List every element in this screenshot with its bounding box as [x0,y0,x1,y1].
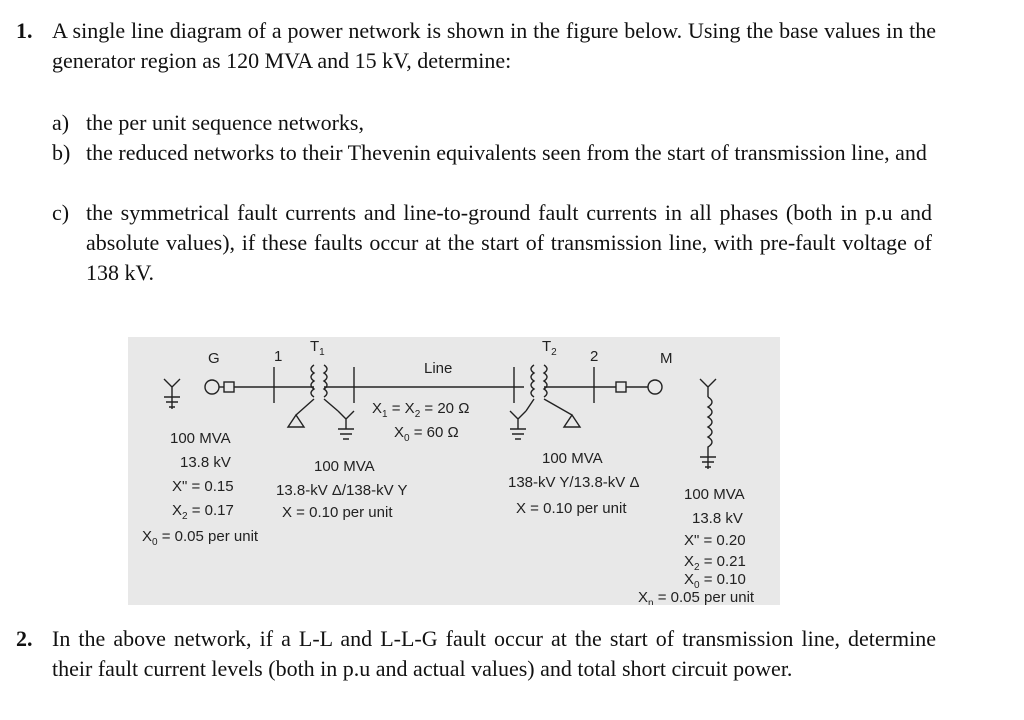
part-text: the symmetrical fault currents and line-… [86,200,932,285]
t1-rating: 13.8-kV Δ/138-kV Y [276,482,407,499]
question-2: 2. In the above network, if a L-L and L-… [16,624,936,684]
question-text: In the above network, if a L-L and L-L-G… [52,626,936,681]
t2-secondary-coil-icon [542,364,548,398]
gen-x2: X2 = 0.17 [172,502,234,522]
motor-mva: 100 MVA [684,486,745,503]
t2-wye-ground-icon [509,398,535,440]
line-label: Line [424,360,452,377]
question-number: 1. [16,18,33,43]
t2-delta-icon [562,413,582,428]
line-x12-label: X1 = X2 = 20 Ω [372,400,469,420]
part-c: c) the symmetrical fault currents and li… [52,198,932,288]
part-text: the per unit sequence networks, [86,110,364,135]
generator-ground-icon [163,378,181,409]
bus-1-label: 1 [274,348,282,365]
motor-label: M [660,350,673,367]
part-b: b) the reduced networks to their Theveni… [52,138,932,168]
t2-label: T2 [542,338,557,358]
motor-icon [647,379,663,395]
t1-primary-coil-icon [310,364,316,398]
t1-wye-ground-icon [323,398,355,440]
gen-x0: X0 = 0.05 per unit [142,528,259,548]
motor-kv: 13.8 kV [692,510,743,527]
t1-delta-icon [286,413,306,428]
generator-breaker-icon [223,381,235,393]
motor-breaker-icon [615,381,627,393]
part-a: a) the per unit sequence networks, [52,108,932,138]
motor-x2: X2 = 0.21 [684,553,746,573]
t1-mva: 100 MVA [314,458,375,475]
gen-mva: 100 MVA [170,430,231,447]
motor-xn: Xn = 0.05 per unit [638,589,755,605]
t1-label: T1 [310,338,325,358]
t1-secondary-coil-icon [322,364,328,398]
motor-neutral-reactor-icon [699,378,717,469]
question-number: 2. [16,626,33,651]
line-x0-label: X0 = 60 Ω [394,424,459,444]
t2-x: X = 0.10 per unit [516,500,627,517]
question-text: A single line diagram of a power network… [52,18,936,73]
part-label: c) [52,200,70,225]
gen-xd: X" = 0.15 [172,478,234,495]
diagram-svg: G 1 T1 Line X1 = X2 = 20 Ω X0 = 60 Ω T2 … [142,338,755,605]
t2-mva: 100 MVA [542,450,603,467]
gen-kv: 13.8 kV [180,454,231,471]
motor-xd: X" = 0.20 [684,532,746,549]
part-text: the reduced networks to their Thevenin e… [86,140,927,165]
generator-icon [204,379,220,395]
question-1: 1. A single line diagram of a power netw… [16,16,936,76]
single-line-diagram: G 1 T1 Line X1 = X2 = 20 Ω X0 = 60 Ω T2 … [128,337,780,605]
bus-2-label: 2 [590,348,598,365]
t1-x: X = 0.10 per unit [282,504,393,521]
part-label: b) [52,140,71,165]
generator-label: G [208,350,220,367]
t2-rating: 138-kV Y/13.8-kV Δ [508,474,639,491]
t2-primary-coil-icon [530,364,536,398]
part-label: a) [52,110,70,135]
motor-x0: X0 = 0.10 [684,571,746,591]
